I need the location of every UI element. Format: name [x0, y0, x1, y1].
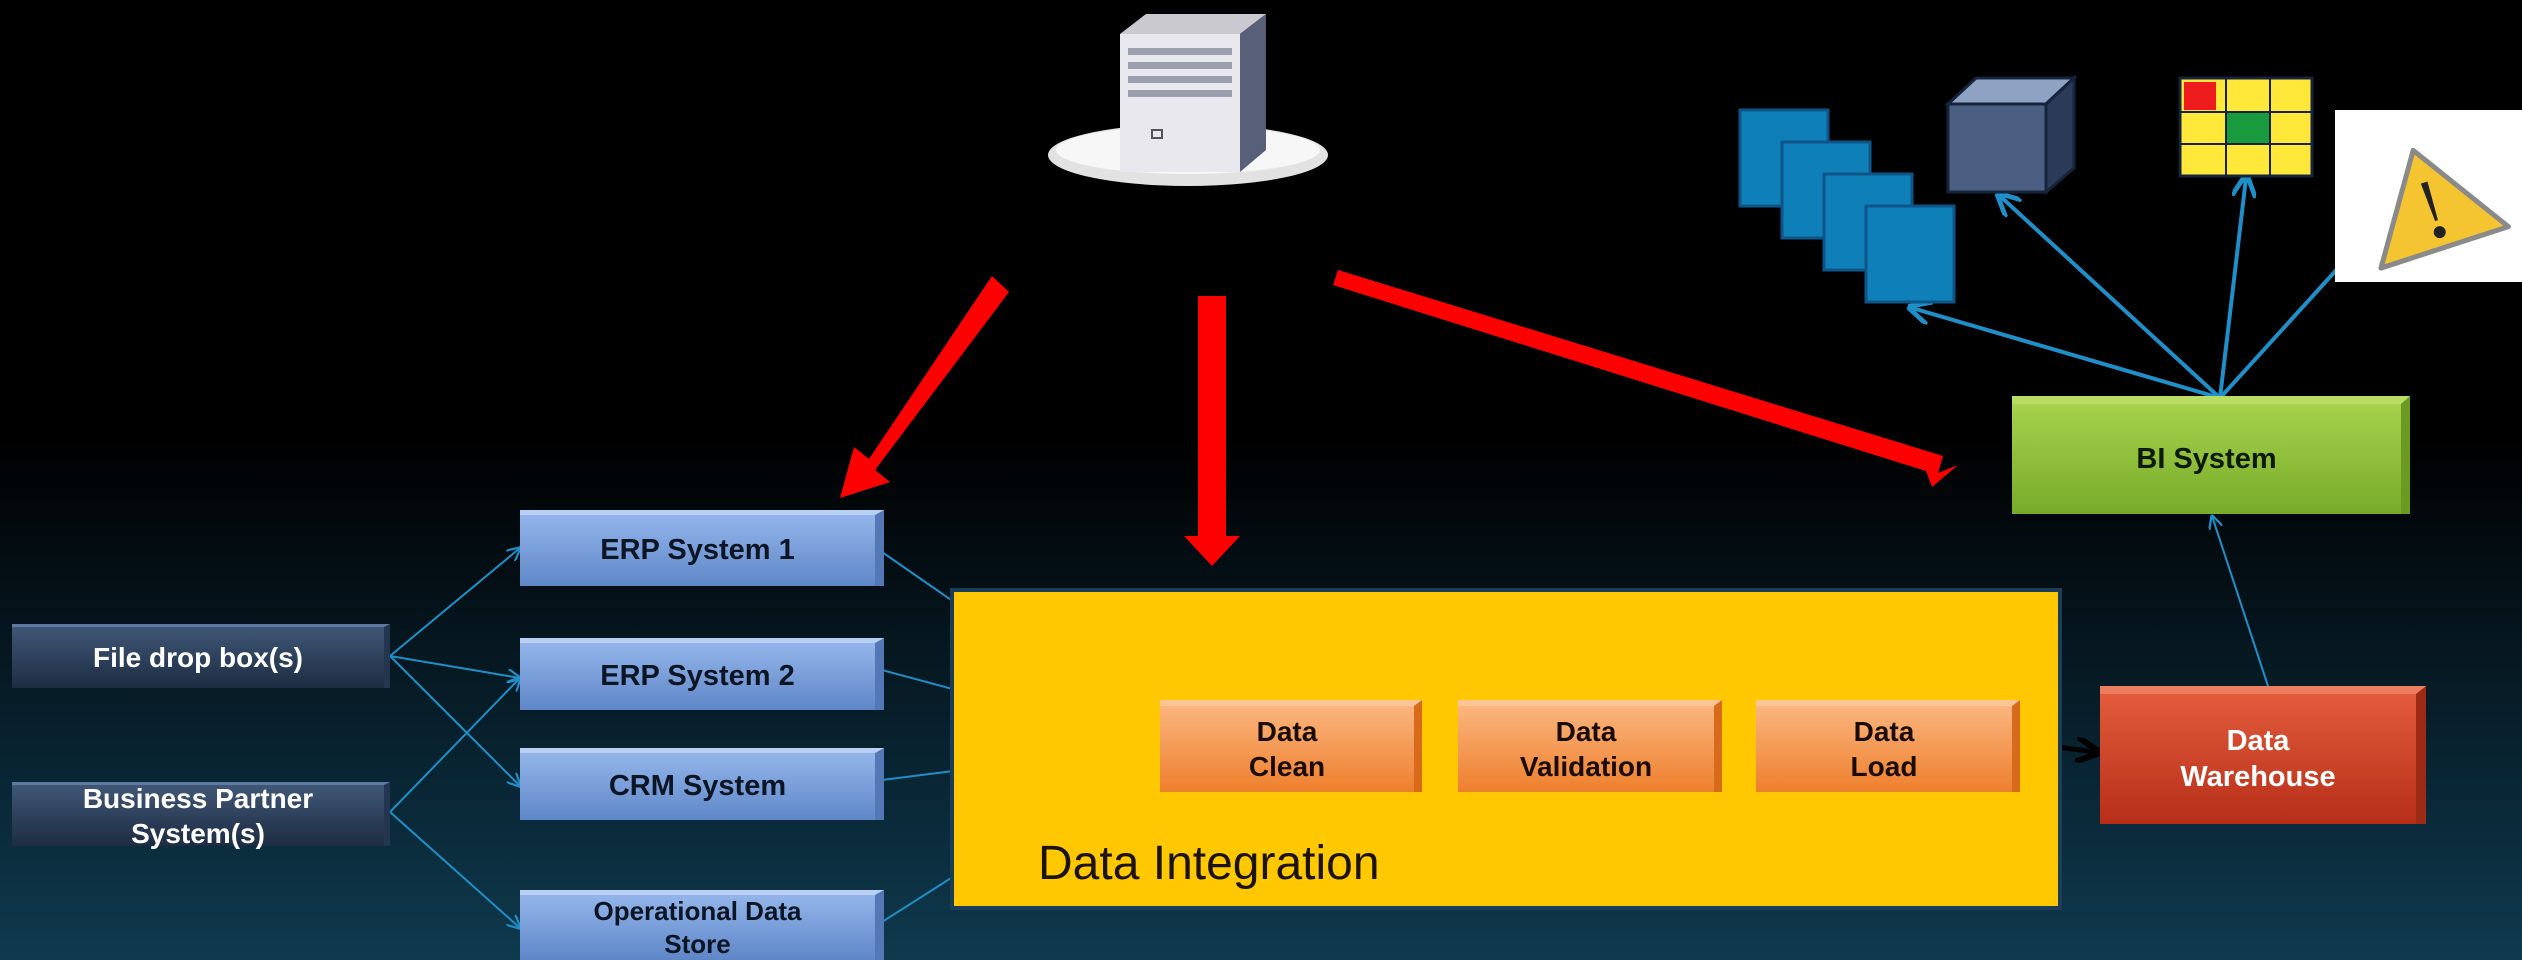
crm-system-label: CRM System — [608, 770, 787, 803]
report-stack-icon — [1738, 108, 1956, 304]
erp-system-2-box[interactable]: ERP System 2 — [520, 638, 884, 710]
cube-icon — [1944, 74, 2078, 196]
bi-system-box[interactable]: BI System — [2012, 396, 2410, 514]
bi-system-label: BI System — [2136, 442, 2277, 475]
data-load-label: Data Load — [1850, 716, 1918, 782]
warning-alert-icon — [2378, 147, 2511, 271]
erp-system-2-label: ERP System 2 — [600, 660, 795, 693]
erp-system-1-box[interactable]: ERP System 1 — [520, 510, 884, 586]
data-integration-title: Data Integration — [1038, 837, 1380, 890]
warning-alert-panel — [2335, 110, 2522, 282]
server-icon — [1048, 14, 1328, 186]
source-connectors — [389, 548, 520, 928]
file-drop-label: File drop box(s) — [93, 642, 303, 673]
data-clean-box[interactable]: Data Clean — [1160, 700, 1422, 792]
operational-data-store-box[interactable]: Operational Data Store — [520, 890, 884, 960]
scorecard-grid-icon — [2178, 76, 2314, 178]
red-arrows — [840, 270, 1958, 566]
data-warehouse-label: Data Warehouse — [2180, 724, 2336, 793]
business-partner-label: Business Partner System(s) — [82, 782, 314, 849]
file-drop-box[interactable]: File drop box(s) — [12, 624, 390, 688]
data-load-box[interactable]: Data Load — [1756, 700, 2020, 792]
data-validation-box[interactable]: Data Validation — [1458, 700, 1722, 792]
erp-system-1-label: ERP System 1 — [600, 534, 795, 567]
business-partner-box[interactable]: Business Partner System(s) — [12, 782, 390, 849]
operational-data-store-label: Operational Data Store — [593, 896, 802, 959]
data-clean-label: Data Clean — [1248, 716, 1326, 782]
crm-system-box[interactable]: CRM System — [520, 748, 884, 820]
data-validation-label: Data Validation — [1519, 716, 1653, 782]
data-warehouse-box[interactable]: Data Warehouse — [2100, 686, 2426, 824]
